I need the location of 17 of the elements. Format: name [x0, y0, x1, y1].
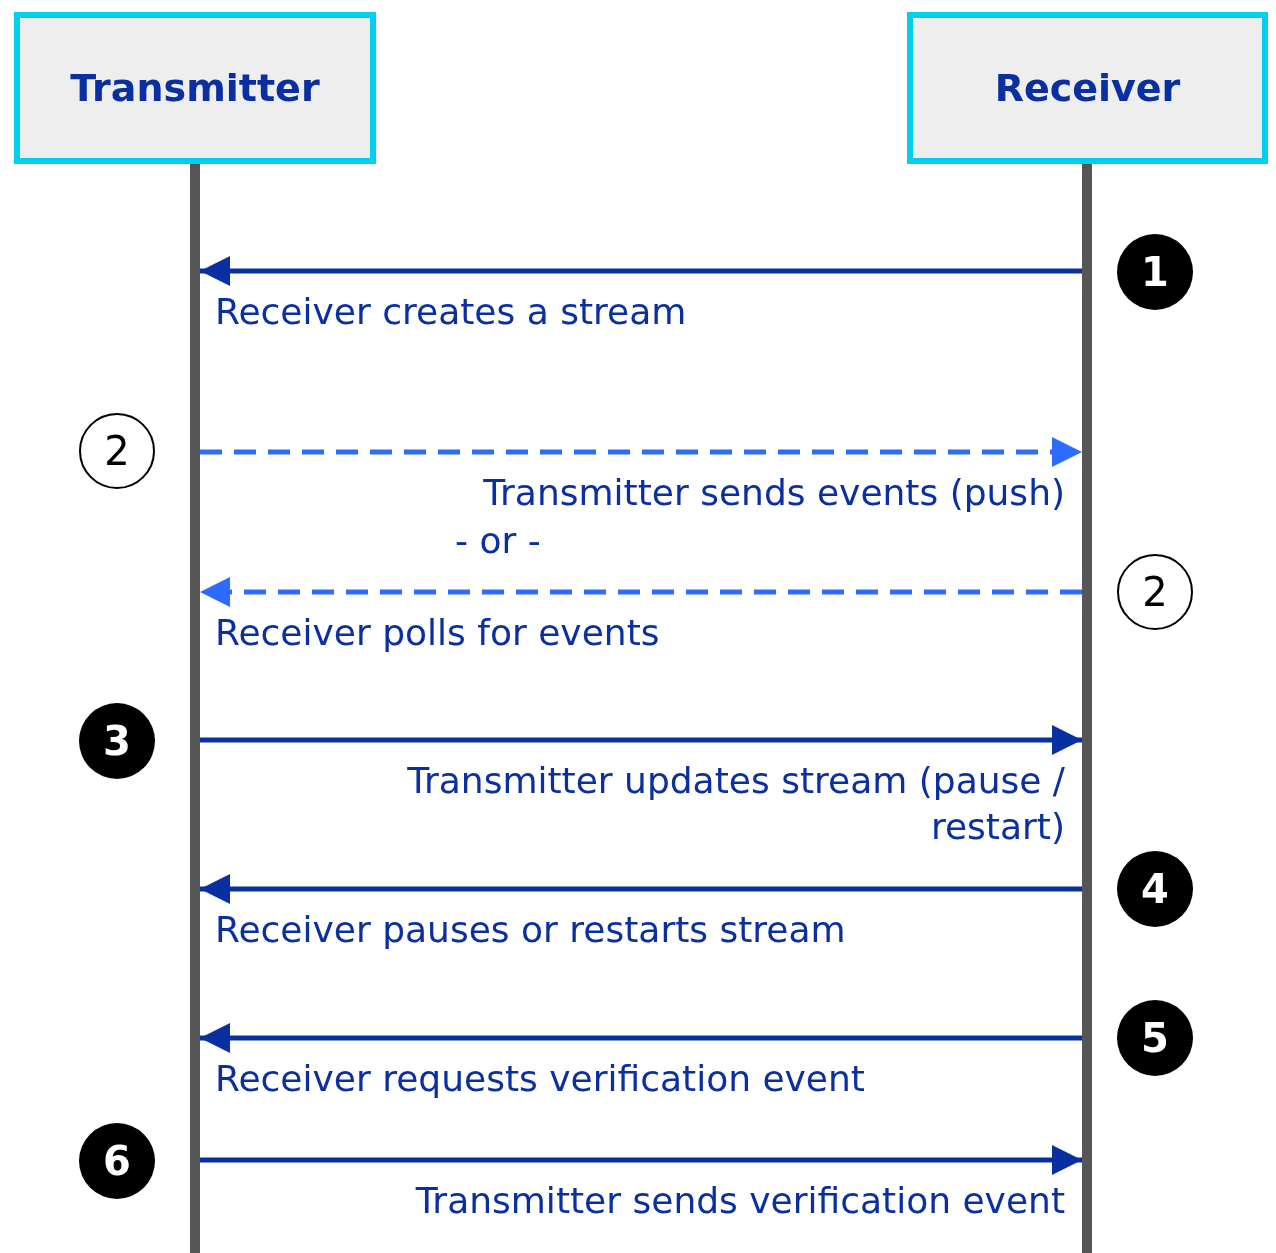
message-label: Transmitter updates stream (pause / restart)	[406, 759, 1065, 849]
message-arrow	[200, 437, 1082, 467]
message-arrow	[200, 725, 1082, 755]
message-arrow	[200, 1145, 1082, 1175]
message-arrow	[200, 1023, 1082, 1053]
message-label: Transmitter sends verification event	[415, 1179, 1065, 1223]
participant-box: Receiver	[907, 12, 1268, 164]
message-arrow	[200, 874, 1082, 904]
note-text: - or -	[455, 519, 541, 563]
message-label: Receiver polls for events	[215, 611, 660, 655]
message-arrow	[200, 256, 1082, 286]
message-label: Receiver pauses or restarts stream	[215, 908, 846, 952]
participant-box: Transmitter	[14, 12, 376, 164]
message-label: Receiver creates a stream	[215, 290, 687, 334]
message-label: Receiver requests verification event	[215, 1057, 865, 1101]
message-label: Transmitter sends events (push)	[483, 471, 1065, 515]
message-arrow	[200, 577, 1082, 607]
